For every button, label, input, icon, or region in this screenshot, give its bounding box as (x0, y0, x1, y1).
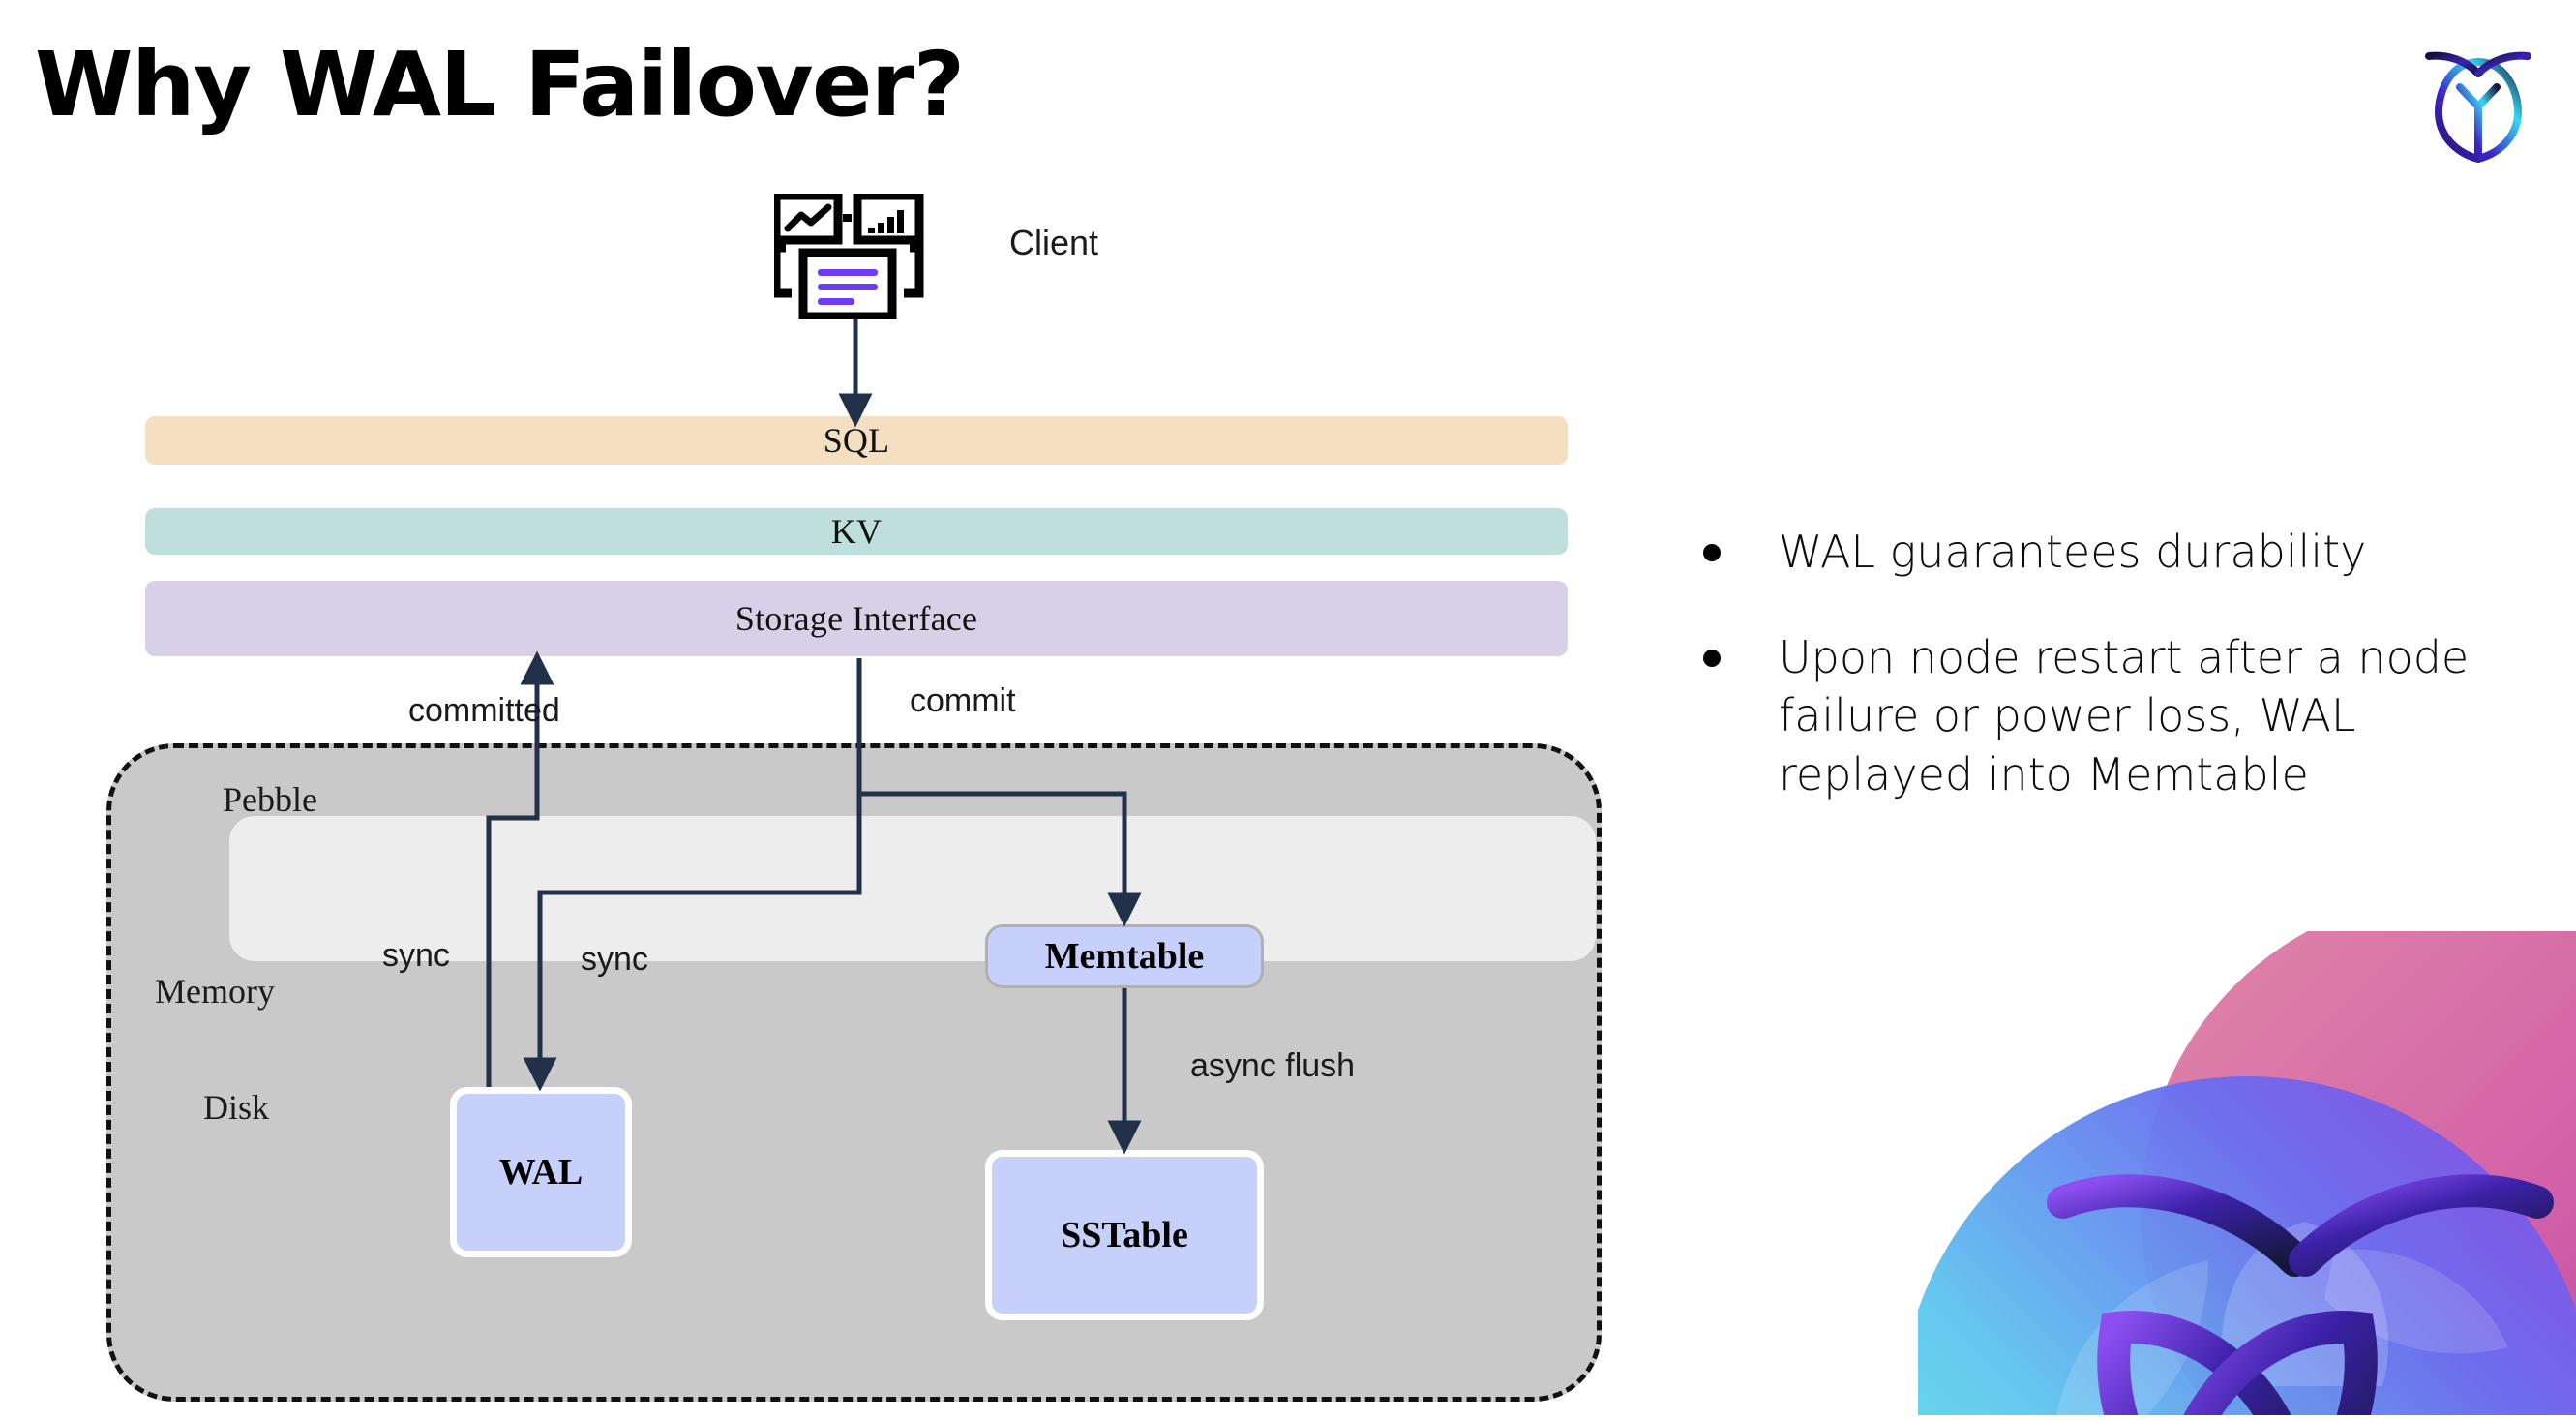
node-label-wal: WAL (498, 1152, 584, 1193)
edge-label-async-flush: async flush (1190, 1047, 1356, 1084)
edge-label-sync-left: sync (382, 937, 450, 974)
layer-bar-kv[interactable]: KV (145, 508, 1568, 555)
cockroachdb-gradient-circles-graphic (1918, 931, 2576, 1415)
disk-label: Disk (203, 1088, 270, 1127)
node-sstable[interactable]: SSTable (985, 1150, 1264, 1320)
edge-wal-to-storage-committed (486, 650, 554, 1087)
page-title: Why WAL Failover? (35, 33, 965, 136)
node-label-memtable: Memtable (1044, 936, 1205, 977)
bullet-list: WAL guarantees durability Upon node rest… (1703, 523, 2555, 851)
node-label-sstable: SSTable (1061, 1215, 1188, 1255)
bullet-text: WAL guarantees durability (1779, 526, 2367, 578)
bullet-dot-icon (1703, 649, 1721, 667)
pebble-container: Pebble Memory Disk (106, 743, 1602, 1402)
list-item: WAL guarantees durability (1703, 523, 2555, 582)
memory-region (229, 816, 1596, 961)
edge-label-committed: committed (408, 692, 560, 729)
connector-lines (486, 319, 1142, 1155)
node-memtable[interactable]: Memtable (985, 924, 1264, 988)
client-label: Client (1009, 223, 1099, 262)
memory-label: Memory (155, 972, 275, 1011)
edge-label-commit: commit (910, 682, 1016, 719)
pebble-label: Pebble (223, 780, 317, 819)
layer-label-sql: SQL (823, 421, 890, 460)
node-wal[interactable]: WAL (450, 1087, 632, 1257)
layer-bar-storage-interface[interactable]: Storage Interface (145, 581, 1568, 656)
bullet-dot-icon (1703, 544, 1721, 561)
list-item: Upon node restart after a node failure o… (1703, 628, 2555, 804)
architecture-diagram: Client SQL KV Storage Interface Pebble M… (106, 191, 1602, 1402)
client-monitor-icon (771, 191, 929, 321)
cockroachdb-logo-icon (2415, 29, 2541, 165)
edge-storage-to-memtable-commit (856, 658, 1142, 927)
layer-label-storage-interface: Storage Interface (734, 599, 978, 638)
edge-storage-to-wal-sync (523, 794, 862, 1092)
layer-label-kv: KV (830, 512, 883, 551)
edge-label-sync-right: sync (581, 941, 648, 978)
bullet-text: Upon node restart after a node failure o… (1779, 630, 2470, 801)
